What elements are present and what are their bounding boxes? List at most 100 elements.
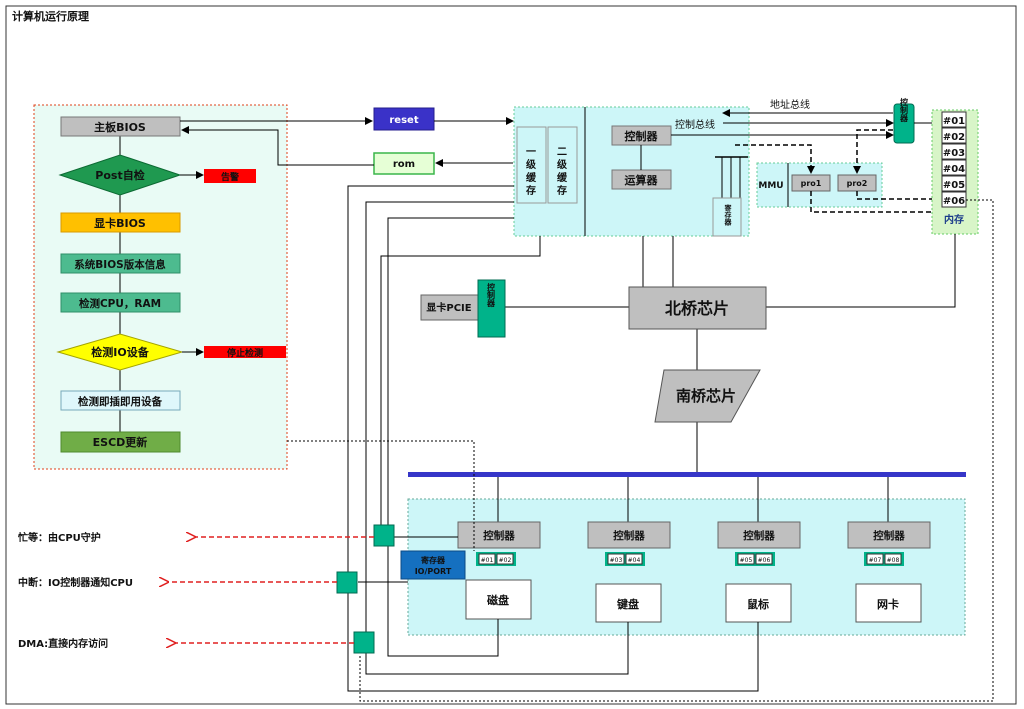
page-title: 计算机运行原理: [12, 9, 89, 23]
io-port[interactable]: [607, 553, 625, 565]
io-controller[interactable]: [717, 521, 801, 549]
io-port-label: #04: [628, 557, 641, 564]
dma-marker[interactable]: [353, 631, 375, 654]
reset-box[interactable]: [373, 107, 435, 131]
dma-text: DMA:直接内存访问: [18, 637, 108, 650]
gpu-controller[interactable]: [477, 279, 506, 338]
io-port[interactable]: [866, 553, 884, 565]
south-bridge[interactable]: [654, 369, 761, 423]
check-cpu-label: 检测CPU，RAM: [79, 297, 161, 310]
device-label: 磁盘: [487, 593, 509, 607]
io-port-label: #06: [758, 557, 771, 564]
post-label: Post自检: [95, 168, 144, 182]
dash-pro2-to-mem: [856, 191, 942, 203]
io-controller-label: 控制器: [613, 529, 645, 542]
device-label: 键盘: [616, 597, 639, 611]
dash-to-pro2: [853, 129, 893, 174]
io-device-nic: 控制器 #07 #08 网卡: [847, 477, 931, 623]
l1-char-1: 级: [525, 158, 537, 171]
io-port-label: #03: [610, 557, 623, 564]
io-device-keyboard: 控制器 #03 #04 键盘: [587, 477, 671, 623]
io-port-label: #02: [499, 557, 512, 564]
rom-box[interactable]: [373, 152, 435, 175]
io-controller-label: 控制器: [483, 529, 515, 542]
io-controller-label: 控制器: [873, 529, 905, 542]
mem-slot[interactable]: [941, 175, 967, 192]
mem-slot-label: #04: [943, 164, 965, 175]
gpu-controller-label: 控制器: [486, 282, 496, 308]
io-port-label: #01: [481, 557, 494, 564]
mem-slot[interactable]: [941, 127, 967, 144]
stop-check-box: [204, 346, 286, 358]
io-controller[interactable]: [847, 521, 931, 549]
mem-slot[interactable]: [941, 159, 967, 176]
address-bus-label: 地址总线: [770, 98, 810, 111]
io-port[interactable]: [625, 553, 643, 565]
l1-char-2: 缓: [525, 171, 537, 184]
mmu-label: MMU: [758, 181, 783, 191]
mem-slot[interactable]: [941, 111, 967, 128]
memory-label: 内存: [944, 213, 964, 226]
l2-char-2: 缓: [556, 171, 568, 184]
busy-text: 忙等：由CPU守护: [17, 531, 101, 544]
io-port-register-l2: IO/PORT: [415, 567, 452, 576]
stop-check-label: 停止检测: [227, 347, 263, 359]
device-label: 鼠标: [747, 597, 769, 611]
reset-label: reset: [389, 115, 418, 126]
io-port[interactable]: [496, 553, 514, 565]
dash-pro1-to-mem: [810, 191, 942, 216]
device-box[interactable]: [595, 583, 662, 623]
gpu-box[interactable]: [420, 294, 479, 321]
escd-to-io-dotted: [287, 440, 475, 551]
mem-slot-label: #03: [943, 148, 965, 159]
cpu-alu-label: 运算器: [625, 173, 659, 187]
l2-cache[interactable]: [547, 126, 578, 204]
io-controller[interactable]: [587, 521, 671, 549]
mem-north-link: [766, 234, 956, 308]
gpu-label: 显卡PCIE: [426, 301, 471, 314]
escd-box[interactable]: [60, 431, 181, 453]
pnp-box[interactable]: [60, 390, 181, 411]
sys-bios-box[interactable]: [60, 253, 181, 274]
io-port-label: #07: [869, 557, 882, 564]
io-port[interactable]: [478, 553, 496, 565]
io-controller[interactable]: [457, 521, 541, 549]
mem-slot-label: #01: [943, 116, 965, 127]
check-cpu-box[interactable]: [60, 292, 181, 313]
register-label: 寄存器: [724, 204, 733, 227]
escd-label: ESCD更新: [93, 435, 148, 449]
bios-box[interactable]: [60, 116, 181, 137]
l2-char-3: 存: [557, 184, 567, 197]
cpu-controller-label: 控制器: [625, 129, 659, 143]
l2-char-1: 级: [556, 158, 568, 171]
check-io-label: 检测IO设备: [91, 345, 149, 359]
control-bus-label: 控制总线: [675, 118, 715, 131]
bios-label: 主板BIOS: [94, 120, 146, 134]
mem-slot[interactable]: [941, 143, 967, 160]
busy-marker[interactable]: [373, 524, 395, 547]
south-bridge-label: 南桥芯片: [676, 387, 736, 405]
io-port-register[interactable]: [400, 550, 466, 580]
rom-to-bios-arrow: [181, 126, 374, 166]
io-device-disk: 控制器 #01 #02 磁盘: [457, 477, 541, 620]
memory-slots: #01 #02 #03 #04 #05 #06: [941, 111, 967, 208]
vga-bios-box[interactable]: [60, 212, 181, 233]
interrupt-text: 中断：IO控制器通知CPU: [18, 576, 133, 589]
io-port[interactable]: [737, 553, 755, 565]
sys-bios-label: 系统BIOS版本信息: [74, 258, 166, 271]
rom-label: rom: [393, 159, 415, 170]
l1-char-0: 一: [526, 147, 536, 158]
l1-cache[interactable]: [516, 126, 547, 204]
alarm-box: [204, 169, 256, 183]
register-box[interactable]: [712, 197, 742, 237]
north-bridge[interactable]: [628, 286, 767, 330]
io-port[interactable]: [884, 553, 902, 565]
io-controller-label: 控制器: [743, 529, 775, 542]
io-port[interactable]: [755, 553, 773, 565]
north-bridge-label: 北桥芯片: [665, 299, 729, 318]
interrupt-marker[interactable]: [336, 571, 358, 594]
pro2-label: pro2: [847, 179, 868, 188]
boot-flow-panel: [33, 104, 288, 470]
io-port-label: #08: [887, 557, 900, 564]
device-box[interactable]: [855, 583, 922, 623]
